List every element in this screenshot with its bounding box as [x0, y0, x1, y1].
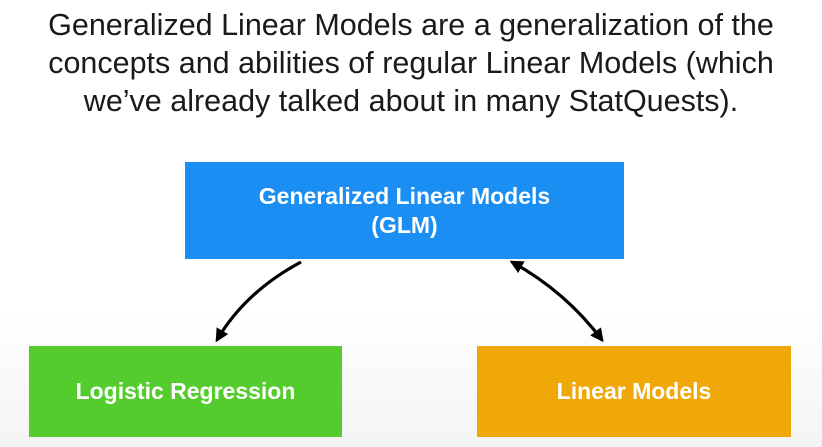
linear-models-label: Linear Models: [556, 378, 712, 404]
intro-line-3: we’ve already talked about in many StatQ…: [83, 84, 739, 118]
intro-line-1: Generalized Linear Models are a generali…: [48, 8, 774, 42]
intro-line-2: concepts and abilities of regular Linear…: [48, 46, 774, 80]
glm-box: Generalized Linear Models (GLM): [185, 162, 624, 259]
logistic-regression-label: Logistic Regression: [75, 378, 296, 404]
intro-text: Generalized Linear Models are a generali…: [0, 6, 822, 120]
logistic-regression-box: Logistic Regression: [29, 346, 342, 437]
glm-label: Generalized Linear Models: [258, 182, 551, 209]
arrow-glm-to-logistic-regression: [215, 260, 302, 343]
arrow-glm-linear-models-bidirectional: [509, 260, 604, 343]
linear-models-box: Linear Models: [477, 346, 791, 437]
glm-abbreviation: (GLM): [371, 211, 438, 238]
